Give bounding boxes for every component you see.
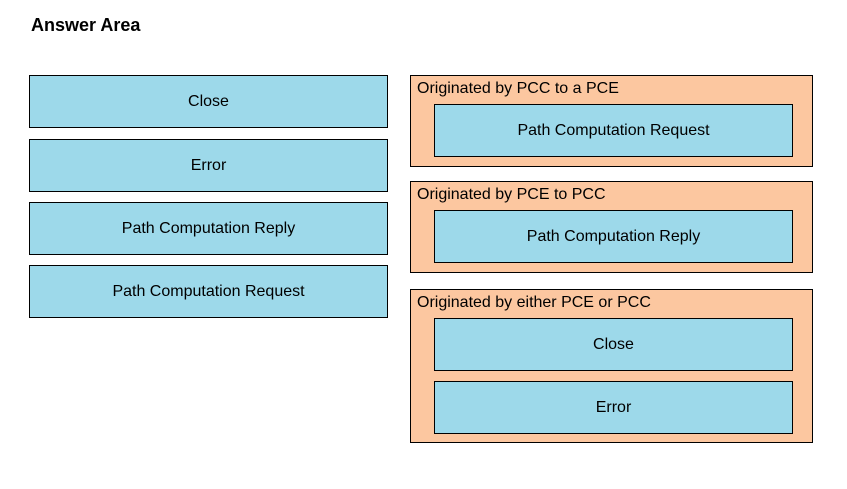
- drop-target-pcc-to-pce[interactable]: Originated by PCC to a PCE Path Computat…: [410, 75, 813, 167]
- drop-target-label: Originated by PCE to PCC: [417, 186, 606, 203]
- drop-target-label: Originated by PCC to a PCE: [417, 80, 619, 97]
- placed-item-error[interactable]: Error: [434, 381, 793, 434]
- source-item-error[interactable]: Error: [29, 139, 388, 192]
- placed-item-path-computation-reply[interactable]: Path Computation Reply: [434, 210, 793, 263]
- drop-target-either-pce-or-pcc[interactable]: Originated by either PCE or PCC Close Er…: [410, 289, 813, 443]
- source-item-close[interactable]: Close: [29, 75, 388, 128]
- drop-target-label: Originated by either PCE or PCC: [417, 294, 651, 311]
- source-item-path-computation-request[interactable]: Path Computation Request: [29, 265, 388, 318]
- answer-area-title: Answer Area: [31, 15, 141, 35]
- source-item-path-computation-reply[interactable]: Path Computation Reply: [29, 202, 388, 255]
- placed-item-path-computation-request[interactable]: Path Computation Request: [434, 104, 793, 157]
- placed-item-close[interactable]: Close: [434, 318, 793, 371]
- drop-target-pce-to-pcc[interactable]: Originated by PCE to PCC Path Computatio…: [410, 181, 813, 273]
